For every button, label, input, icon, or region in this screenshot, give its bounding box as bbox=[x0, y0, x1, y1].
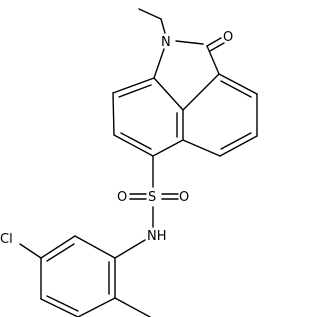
bond-c4-c5-inner bbox=[220, 132, 252, 150]
bond-a2-a3-inner bbox=[46, 243, 75, 262]
bonds bbox=[19, 8, 258, 317]
bond-c7-c6-inner bbox=[120, 132, 152, 150]
bond-c8a-c8b bbox=[153, 77, 184, 111]
bond-co-1 bbox=[206, 37, 222, 47]
bond-n-aryl bbox=[114, 239, 146, 259]
bond-c2a-c3 bbox=[218, 73, 258, 95]
bond-a1-a2 bbox=[74, 235, 116, 259]
bond-a6-methyl bbox=[114, 297, 151, 317]
bond-c8a-c8 bbox=[112, 77, 155, 94]
bond-ethyl-ch3 bbox=[138, 8, 162, 20]
bond-a5-a6 bbox=[77, 297, 116, 317]
molecule-structure: N O S O O NH Cl bbox=[0, 8, 258, 317]
atom-labels: N O S O O NH Cl bbox=[0, 30, 233, 247]
bond-a2-a3 bbox=[40, 235, 76, 259]
bond-c8-c7 bbox=[112, 92, 115, 136]
bond-c2a-c3-inner bbox=[220, 80, 252, 98]
atom-label-n-amide: NH bbox=[147, 229, 167, 244]
bond-c5-c5a bbox=[182, 139, 221, 157]
bond-co-2 bbox=[209, 42, 225, 52]
atom-label-s-sulfonyl: S bbox=[148, 190, 156, 205]
bond-c2a-c8b bbox=[182, 73, 220, 111]
atom-label-o-carbonyl: O bbox=[223, 30, 233, 45]
bond-carbonyl-c2a bbox=[206, 45, 220, 75]
bond-a4-a5-inner bbox=[46, 295, 79, 312]
bond-ethyl-ch2 bbox=[160, 18, 166, 34]
bond-c6-c5a bbox=[152, 139, 184, 157]
bond-c8-c8-inner bbox=[118, 84, 152, 98]
bond-c7-c6 bbox=[113, 134, 154, 157]
atom-label-o-sulfonyl-right: O bbox=[179, 190, 189, 205]
atom-label-o-sulfonyl-left: O bbox=[117, 190, 127, 205]
bond-a3-cl bbox=[19, 243, 42, 259]
bond-n-c8a bbox=[153, 48, 165, 79]
bond-n-carbonyl bbox=[175, 40, 204, 45]
bond-a4-a5 bbox=[40, 298, 79, 317]
bond-c4-c5 bbox=[219, 135, 258, 157]
atom-label-n-ring: N bbox=[161, 35, 171, 50]
atom-label-cl: Cl bbox=[0, 232, 13, 247]
